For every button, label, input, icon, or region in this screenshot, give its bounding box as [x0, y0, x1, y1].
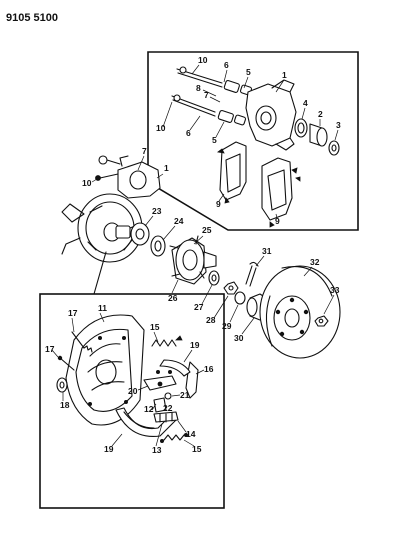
callout-13: 13 — [152, 445, 162, 455]
callout-15-bottom: 15 — [192, 444, 202, 454]
callout-1-inset: 1 — [282, 70, 287, 80]
callout-30: 30 — [234, 333, 244, 343]
backing-plate — [65, 314, 145, 426]
callout-31: 31 — [262, 246, 272, 256]
callout-8: 8 — [196, 83, 201, 93]
callout-1-mount: 1 — [164, 163, 169, 173]
callout-25: 25 — [202, 225, 212, 235]
callout-26: 26 — [168, 293, 178, 303]
retainer-clip — [56, 377, 68, 393]
caliper-body — [245, 79, 297, 151]
hold-down-pin-lower — [57, 355, 75, 371]
callout-5-bottom: 5 — [212, 135, 217, 145]
callout-28: 28 — [206, 315, 216, 325]
hub-bearing-group: 23 24 25 26 27 28 29 31 — [130, 206, 272, 343]
diagram-code: 9105 5100 — [6, 12, 58, 24]
callout-20: 20 — [128, 386, 138, 396]
callout-33: 33 — [330, 285, 340, 295]
callout-21: 21 — [180, 390, 190, 400]
hold-down-pin-upper — [71, 331, 93, 353]
callout-14: 14 — [186, 429, 196, 439]
callout-10-mount: 10 — [82, 178, 92, 188]
callout-29: 29 — [222, 321, 232, 331]
callout-6-bottom: 6 — [186, 128, 191, 138]
callout-2: 2 — [318, 109, 323, 119]
return-spring-upper — [151, 335, 183, 347]
callout-27: 27 — [194, 302, 204, 312]
detail-pointer — [93, 251, 107, 295]
caliper-mount: 7 10 1 — [82, 146, 169, 199]
callout-15-top: 15 — [150, 322, 160, 332]
callout-22: 22 — [163, 403, 173, 413]
guide-pin-upper — [176, 66, 253, 96]
callout-24: 24 — [174, 216, 184, 226]
callout-18: 18 — [60, 400, 70, 410]
parking-brake-frame — [39, 293, 225, 509]
callout-10-top: 10 — [198, 55, 208, 65]
callout-6-top: 6 — [224, 60, 229, 70]
adjuster-screw — [153, 411, 179, 423]
brake-pad-right — [261, 157, 301, 228]
callout-23: 23 — [152, 206, 162, 216]
callout-11: 11 — [98, 303, 107, 313]
caliper-inset: 10 6 5 8 7 1 4 2 3 10 6 5 9 9 — [147, 51, 359, 231]
callout-17-top: 17 — [68, 308, 78, 318]
callout-5-top: 5 — [246, 67, 251, 77]
knuckle-backing-plate — [61, 193, 143, 263]
callout-16: 16 — [204, 364, 214, 374]
guide-pin-lower — [171, 94, 247, 126]
callout-7-inset: 7 — [204, 90, 209, 100]
callout-10-bottom: 10 — [156, 123, 166, 133]
caliper-inset-frame — [147, 51, 359, 231]
brake-rotor: 32 33 — [259, 257, 341, 359]
callout-9-left: 9 — [216, 199, 221, 209]
brake-shoe-upper — [159, 359, 191, 377]
piston-seal-group — [294, 118, 340, 156]
parking-brake-detail: 11 17 17 18 15 19 16 20 21 22 12 14 19 1… — [39, 293, 225, 509]
callout-3: 3 — [336, 120, 341, 130]
callout-19-top: 19 — [190, 340, 200, 350]
return-spring-lower — [159, 432, 188, 443]
callout-12: 12 — [144, 404, 154, 414]
callout-17-mid: 17 — [45, 344, 55, 354]
adjuster-strut — [143, 369, 177, 413]
callout-9-right: 9 — [275, 216, 280, 226]
callout-4: 4 — [303, 98, 308, 108]
callout-32: 32 — [310, 257, 320, 267]
brake-pad-left — [217, 141, 247, 204]
callout-7-mount: 7 — [142, 146, 147, 156]
callout-19-bottom: 19 — [104, 444, 114, 454]
